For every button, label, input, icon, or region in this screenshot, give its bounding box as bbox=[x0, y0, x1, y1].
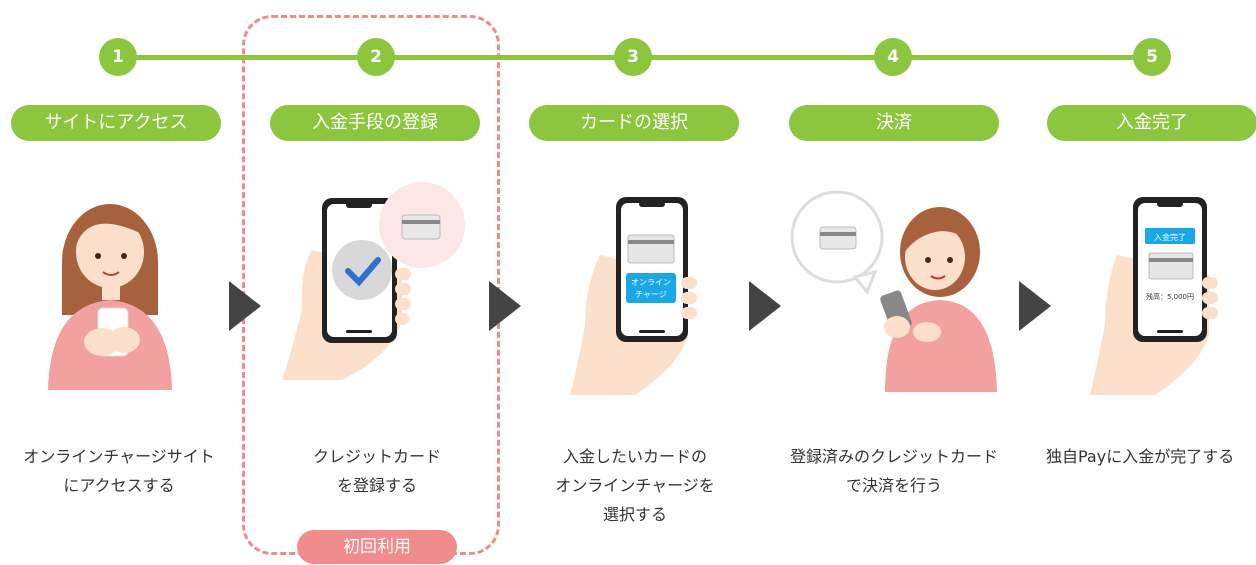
step-3-title: カードの選択 bbox=[529, 105, 739, 141]
arrow-2-to-3 bbox=[489, 281, 521, 331]
step-1-desc-line2: にアクセスする bbox=[63, 476, 175, 495]
woman-with-phone-illustration bbox=[48, 204, 172, 390]
online-charge-button-line1: オンライン bbox=[631, 278, 671, 287]
step-3-description: 入金したいカードの オンラインチャージを 選択する bbox=[515, 442, 755, 529]
step-5-desc-line1: 独自Payに入金が完了する bbox=[1046, 447, 1235, 466]
arrow-4-to-5 bbox=[1019, 281, 1051, 331]
register-card-illustration bbox=[282, 182, 465, 380]
step-1-number: 1 bbox=[99, 38, 137, 76]
first-use-badge: 初回利用 bbox=[297, 530, 457, 564]
step-4-desc-line1: 登録済みのクレジットカード bbox=[789, 447, 998, 466]
payment-illustration bbox=[790, 190, 997, 392]
select-card-illustration: オンライン チャージ bbox=[570, 197, 697, 395]
step-1-title: サイトにアクセス bbox=[11, 105, 221, 141]
step-2-desc-line1: クレジットカード bbox=[312, 447, 441, 466]
deposit-complete-badge: 入金完了 bbox=[1154, 232, 1186, 242]
step-3-number: 3 bbox=[614, 38, 652, 76]
step-3-desc-line2: オンラインチャージを bbox=[555, 476, 715, 495]
step-4-desc-line2: で決済を行う bbox=[845, 476, 942, 495]
step-4-title: 決済 bbox=[789, 105, 999, 141]
step-2-number: 2 bbox=[357, 38, 395, 76]
step-4-number: 4 bbox=[874, 38, 912, 76]
step-3-desc-line3: 選択する bbox=[602, 505, 667, 524]
step-2-description: クレジットカード を登録する bbox=[257, 442, 497, 500]
online-charge-button-line2: チャージ bbox=[635, 290, 667, 299]
step-3-desc-line1: 入金したいカードの bbox=[562, 447, 707, 466]
step-4-description: 登録済みのクレジットカード で決済を行う bbox=[774, 442, 1014, 500]
step-5-number: 5 bbox=[1133, 38, 1171, 76]
balance-text: 残高：5,000円 bbox=[1146, 292, 1194, 301]
step-2-title: 入金手段の登録 bbox=[270, 105, 480, 141]
step-1-description: オンラインチャージサイト にアクセスする bbox=[0, 442, 239, 500]
arrow-3-to-4 bbox=[749, 281, 781, 331]
step-5-description: 独自Payに入金が完了する bbox=[1046, 442, 1256, 471]
step-5-title: 入金完了 bbox=[1047, 105, 1256, 141]
step-1-desc-line1: オンラインチャージサイト bbox=[23, 447, 215, 466]
step-2-desc-line2: を登録する bbox=[336, 476, 417, 495]
deposit-complete-illustration: 入金完了 残高：5,000円 bbox=[1090, 197, 1218, 395]
arrow-1-to-2 bbox=[229, 281, 261, 331]
